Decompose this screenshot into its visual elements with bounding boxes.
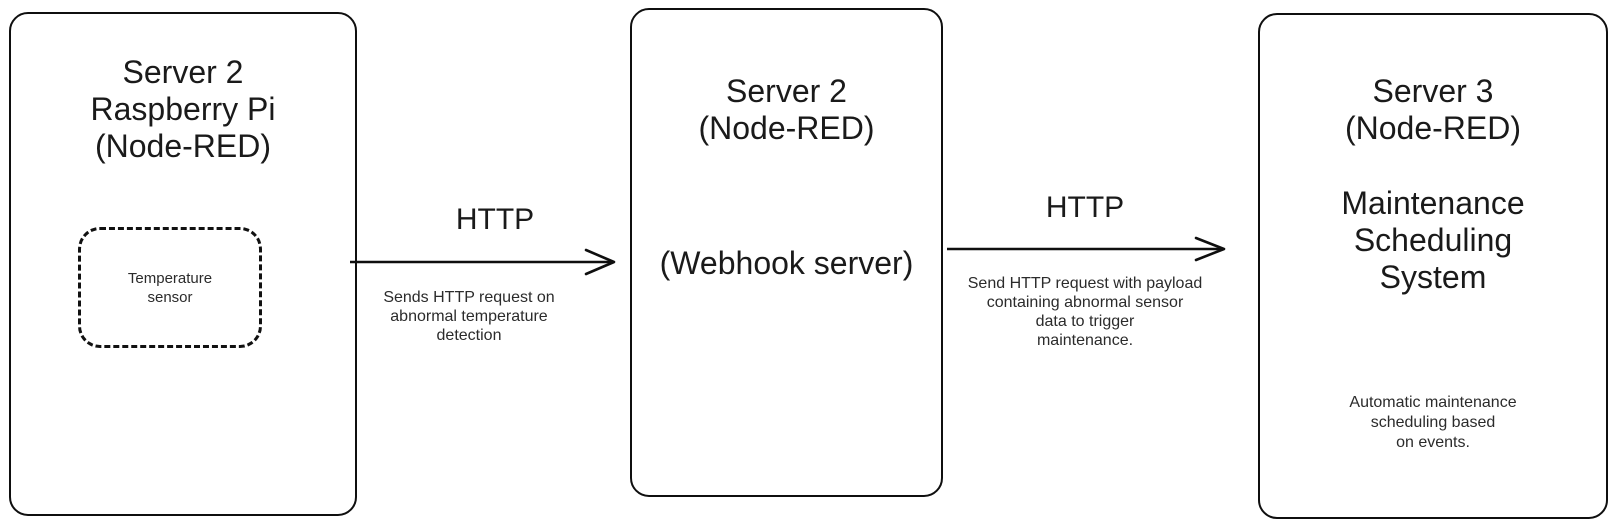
node-subtitle: Maintenance Scheduling System (1341, 185, 1525, 295)
node-title: Server 3 (Node-RED) (1344, 73, 1522, 146)
edge-pi-to-webhook-label: HTTP (455, 203, 535, 236)
node-server3-header: Server 3 (Node-RED) (1260, 73, 1606, 147)
edge-webhook-to-maintenance-description: Send HTTP request with payload containin… (967, 275, 1203, 349)
node-title: Server 2 Raspberry Pi (Node-RED) (90, 54, 276, 164)
node-server2-webhook-subtitle-wrap: (Webhook server) (632, 245, 941, 282)
edge-webhook-to-maintenance-label: HTTP (1045, 191, 1125, 224)
node-server3-maintenance[interactable]: Server 3 (Node-RED) Maintenance Scheduli… (1258, 13, 1608, 519)
node-server2-webhook-header: Server 2 (Node-RED) (632, 73, 941, 147)
node-server2-raspberry-pi[interactable]: Server 2 Raspberry Pi (Node-RED) (9, 12, 357, 516)
node-server3-note-wrap: Automatic maintenance scheduling based o… (1260, 393, 1606, 453)
node-subtitle: (Webhook server) (659, 245, 914, 281)
edge-pi-to-webhook-description: Sends HTTP request on abnormal temperatu… (383, 289, 555, 344)
node-server2-webhook[interactable]: Server 2 (Node-RED) (Webhook server) (630, 8, 943, 497)
node-server2-raspberry-pi-header: Server 2 Raspberry Pi (Node-RED) (11, 54, 355, 165)
temperature-sensor-label: Temperature sensor (127, 269, 213, 306)
temperature-sensor-box[interactable]: Temperature sensor (78, 227, 262, 348)
node-title: Server 2 (Node-RED) (698, 73, 875, 146)
node-note: Automatic maintenance scheduling based o… (1349, 394, 1517, 451)
node-server3-subtitle-wrap: Maintenance Scheduling System (1260, 185, 1606, 296)
